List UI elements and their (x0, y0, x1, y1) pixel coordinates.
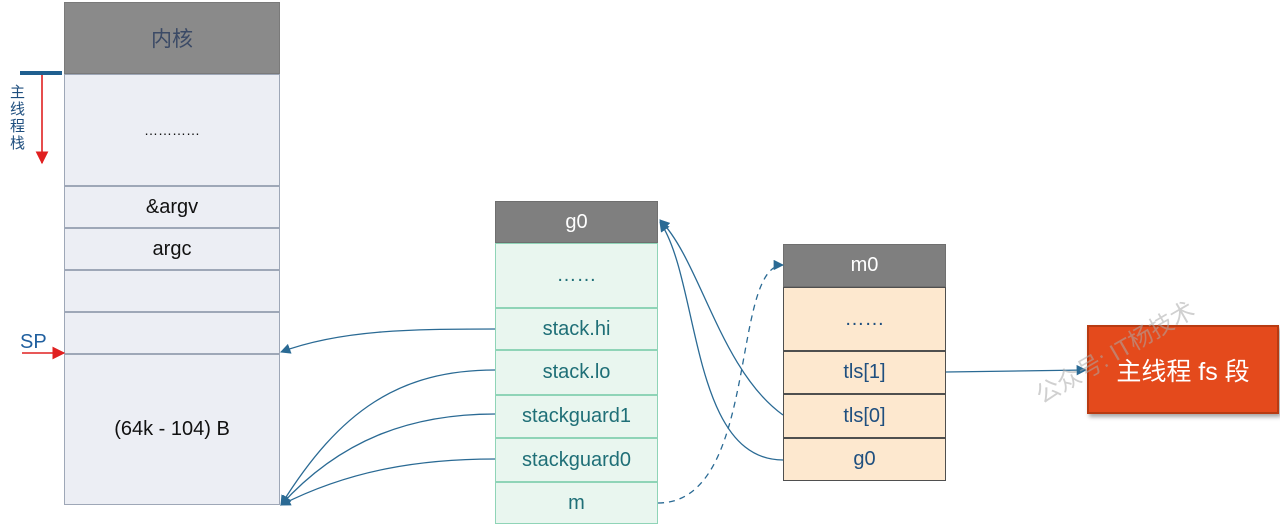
m0-tls0-cell: tls[0] (783, 394, 946, 438)
m0-tls1-cell: tls[1] (783, 351, 946, 394)
arrow-tls1-to-fs (945, 364, 1088, 376)
main-thread-fs-segment-box: 主线程 fs 段 (1087, 325, 1279, 414)
arrow-tls0-to-g0 (659, 219, 784, 416)
stack-kernel-cell: 内核 (64, 2, 280, 74)
stack-empty-cell-2 (64, 312, 280, 354)
g0-ellipsis-cell: …… (495, 243, 658, 308)
g0-stackguard1-cell: stackguard1 (495, 395, 658, 438)
g0-stack-lo-cell: stack.lo (495, 350, 658, 395)
arrow-stack-hi (280, 328, 496, 354)
arrow-stackguard1 (280, 413, 496, 506)
g0-header: g0 (495, 201, 658, 243)
arrow-m0-g0-to-g0 (659, 221, 784, 461)
m0-ellipsis-cell: …… (783, 287, 946, 351)
g0-stackguard0-cell: stackguard0 (495, 438, 658, 482)
stack-argc-cell: argc (64, 228, 280, 270)
stack-ellipsis-cell: ………… (64, 74, 280, 186)
m0-g0-cell: g0 (783, 438, 946, 481)
g0-stack-hi-cell: stack.hi (495, 308, 658, 350)
g0-m-cell: m (495, 482, 658, 524)
stack-size-cell: (64k - 104) B (64, 354, 280, 505)
arrow-stackguard0 (280, 458, 496, 506)
sp-label: SP (20, 331, 47, 353)
arrow-m-to-m0 (657, 259, 785, 504)
stack-empty-cell-1 (64, 270, 280, 312)
stack-argv-cell: &argv (64, 186, 280, 228)
arrow-stack-lo (280, 369, 496, 506)
main-thread-stack-label: 主线程栈 (8, 84, 25, 152)
m0-header: m0 (783, 244, 946, 287)
